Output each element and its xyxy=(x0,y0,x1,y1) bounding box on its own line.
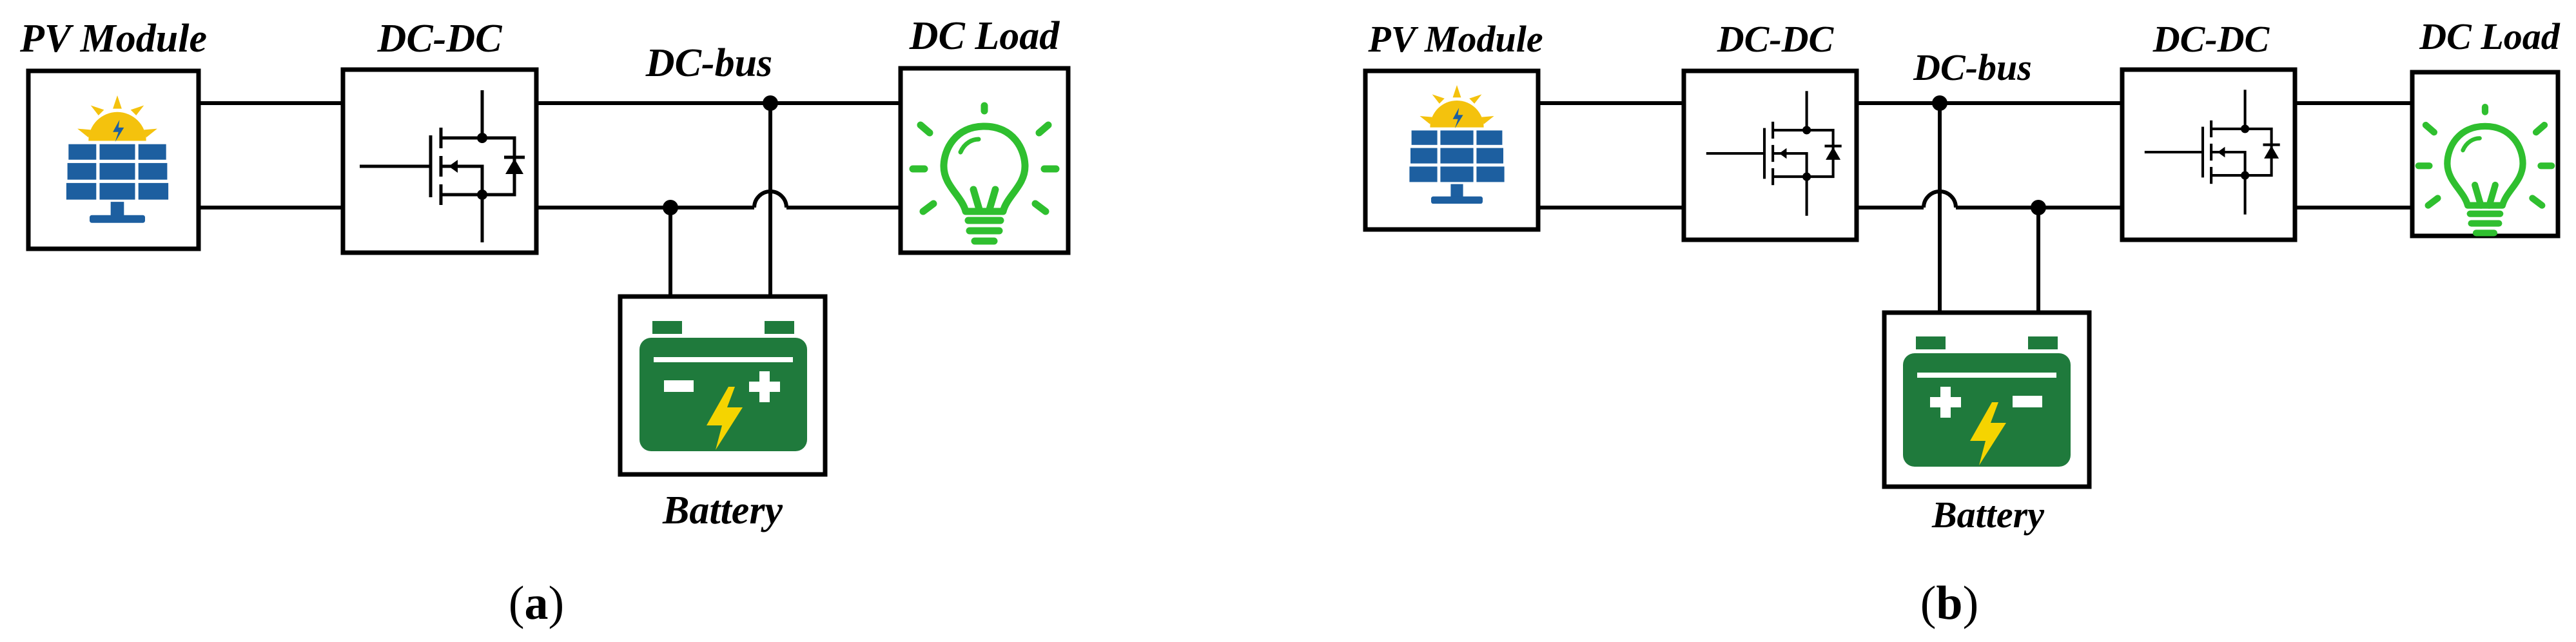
battery-icon xyxy=(1903,336,2071,467)
dcdc-label-a: DC-DC xyxy=(377,17,503,61)
caption-letter-a: a xyxy=(525,577,549,630)
dcdc-label-b1: DC-DC xyxy=(1717,18,1835,60)
caption-close-b: ) xyxy=(1963,577,1979,630)
dcdc-converter-box-b1 xyxy=(1681,68,1859,242)
caption-open-b: ( xyxy=(1920,577,1937,630)
caption-close-a: ) xyxy=(549,577,565,630)
dc-bus-label-b: DC-bus xyxy=(1913,46,2032,88)
dcdc-converter-box-b2 xyxy=(2120,67,2298,242)
dc-load-box-a xyxy=(898,66,1071,255)
pv-module-label-b: PV Module xyxy=(1367,18,1543,60)
dc-bus-label-a: DC-bus xyxy=(645,41,772,85)
panel-a: PV Module DC-DC DC-bus DC Load Battery (… xyxy=(19,14,1071,630)
dcdc-label-b2: DC-DC xyxy=(2152,18,2270,60)
wires-b xyxy=(1538,95,2411,313)
dc-load-label-b: DC Load xyxy=(2419,15,2561,57)
battery-label-a: Battery xyxy=(662,489,783,532)
dc-load-label-a: DC Load xyxy=(909,14,1060,58)
battery-label-b: Battery xyxy=(1931,494,2044,536)
wires-a xyxy=(199,95,899,297)
caption-letter-b: b xyxy=(1936,577,1962,630)
caption-open-a: ( xyxy=(509,577,525,630)
panel-b: PV Module DC-DC DC-bus DC-DC DC Load Bat… xyxy=(1363,15,2561,630)
battery-icon xyxy=(639,321,807,451)
caption-b: (b) xyxy=(1920,577,1978,630)
caption-a: (a) xyxy=(509,577,564,630)
pv-module-label-a: PV Module xyxy=(19,17,207,61)
